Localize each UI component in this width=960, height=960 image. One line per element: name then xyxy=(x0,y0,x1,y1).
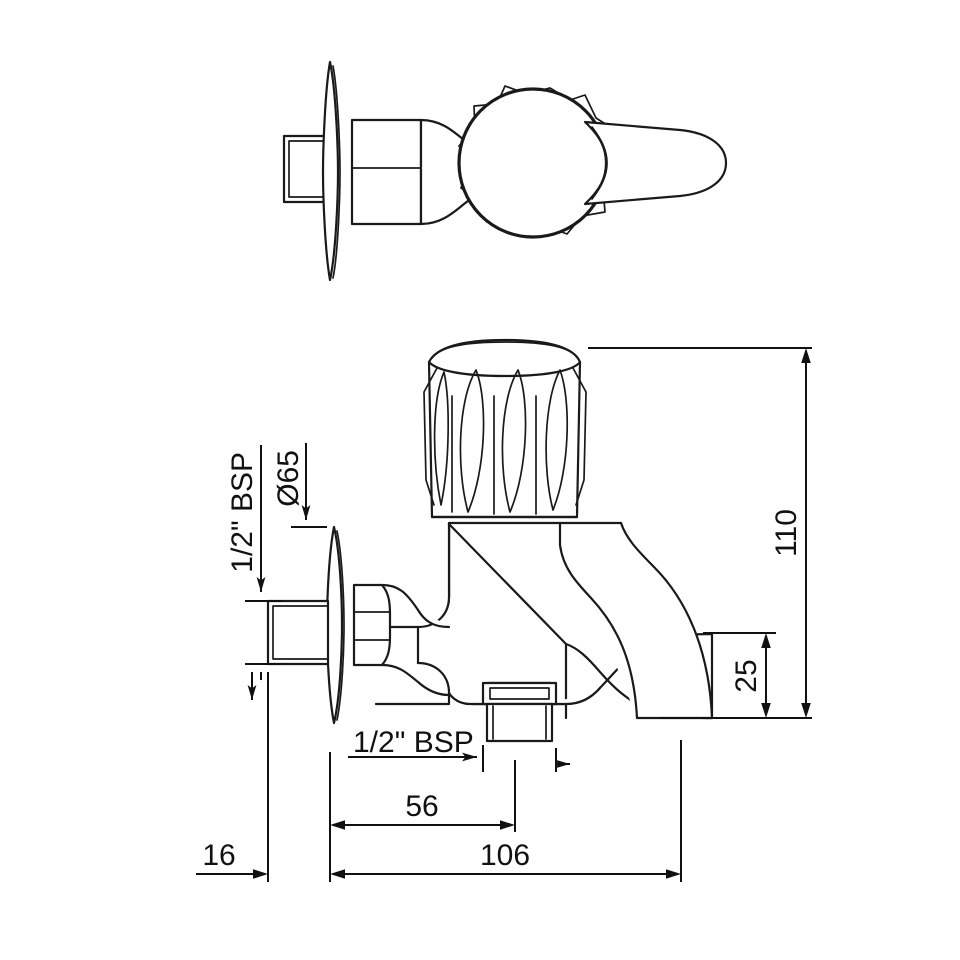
dim-inlet-thread-top: 1/2" BSP xyxy=(226,445,282,700)
dim-label-overall-height: 110 xyxy=(770,509,803,557)
elevation-body-silhouette xyxy=(374,521,714,720)
dim-label-overall-projection: 106 xyxy=(480,839,530,872)
front-elevation-view-group xyxy=(266,338,714,743)
elevation-hex-nut xyxy=(352,583,451,697)
top-view-lever-handle xyxy=(583,120,728,206)
top-view-shank xyxy=(350,118,423,226)
dim-overall-projection: 106 xyxy=(329,740,682,882)
top-view-group xyxy=(282,60,728,282)
dim-label-outlet-offset: 56 xyxy=(405,790,438,823)
dim-label-outlet-thread-bottom: 1/2" BSP xyxy=(353,726,474,759)
top-view-wall-flange xyxy=(321,60,341,282)
dim-inlet-projection: 16 xyxy=(196,672,269,882)
dim-flange-diameter: Ø65 xyxy=(272,443,327,528)
dim-label-flange-diameter: Ø65 xyxy=(272,450,305,507)
top-view-knob-flutes xyxy=(458,85,619,238)
elevation-wall-flange xyxy=(325,525,345,725)
dim-spout-height: 25 xyxy=(660,632,776,719)
dim-outlet-thread-bottom: 1/2" BSP xyxy=(348,726,570,772)
elevation-knob xyxy=(423,338,587,519)
dim-label-inlet-projection: 16 xyxy=(202,839,235,872)
top-view-knob xyxy=(457,87,609,239)
dimension-annotations: 1/2" BSP Ø65 110 25 xyxy=(196,347,812,882)
elevation-bottom-outlet xyxy=(481,681,558,743)
dim-label-inlet-thread-top: 1/2" BSP xyxy=(226,452,259,573)
dim-label-spout-height: 25 xyxy=(730,659,763,692)
elevation-inlet-pipe xyxy=(266,599,330,666)
dim-overall-height: 110 xyxy=(588,347,812,719)
dim-outlet-offset: 56 xyxy=(329,752,516,832)
